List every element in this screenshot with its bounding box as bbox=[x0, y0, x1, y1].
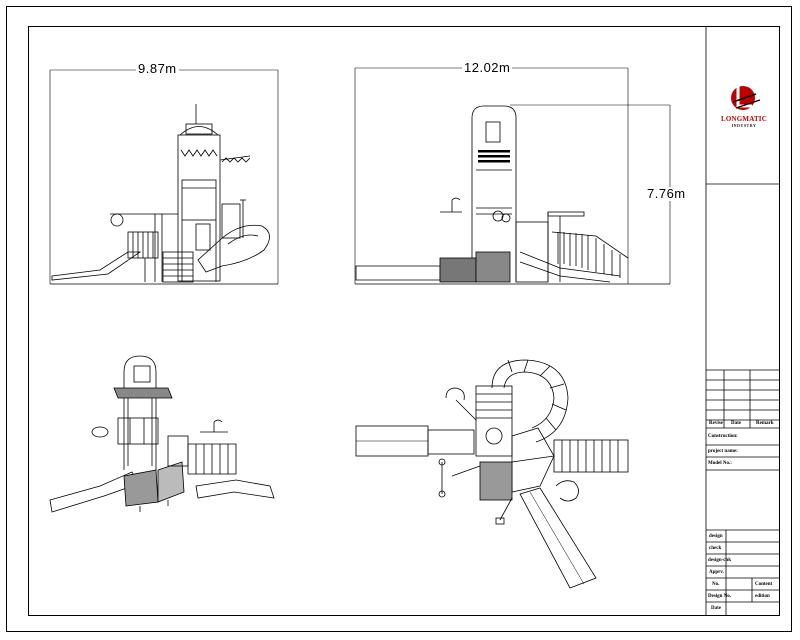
title-block-grid bbox=[705, 26, 780, 616]
inner-border bbox=[28, 26, 780, 616]
sign-row-apprv: Apprv. bbox=[709, 570, 724, 575]
project-name-label: project name: bbox=[708, 449, 738, 454]
sign-row-design-chk: design-chk bbox=[708, 558, 732, 563]
sign-row-design-no: Design No. bbox=[708, 594, 732, 599]
front-width-dimension: 9.87m bbox=[136, 61, 179, 76]
side-width-dimension: 12.02m bbox=[462, 60, 513, 75]
plan-view bbox=[355, 359, 629, 589]
front-elevation-view bbox=[49, 69, 279, 285]
outer-border bbox=[6, 6, 792, 632]
side-elevation-view bbox=[354, 67, 671, 285]
revise-header: Revise bbox=[709, 421, 723, 426]
sign-row-no: No. bbox=[712, 582, 720, 587]
height-dimension: 7.76m bbox=[645, 186, 688, 201]
content-label: Content bbox=[755, 582, 773, 587]
model-no-label: Model No.: bbox=[708, 461, 732, 466]
sign-row-check: check bbox=[709, 546, 722, 551]
sign-row-design: design bbox=[709, 534, 723, 539]
construction-label: Construction: bbox=[708, 434, 738, 439]
edition-label: edition bbox=[755, 594, 770, 599]
remark-header: Remark bbox=[756, 421, 774, 426]
company-subtitle: INDUSTRY bbox=[731, 123, 757, 128]
longmatic-logo-icon bbox=[731, 86, 761, 110]
company-name: LONGMATIC bbox=[720, 115, 767, 123]
date-header: Date bbox=[731, 421, 741, 426]
perspective-view bbox=[49, 355, 275, 513]
sign-row-date: Date bbox=[711, 606, 721, 611]
